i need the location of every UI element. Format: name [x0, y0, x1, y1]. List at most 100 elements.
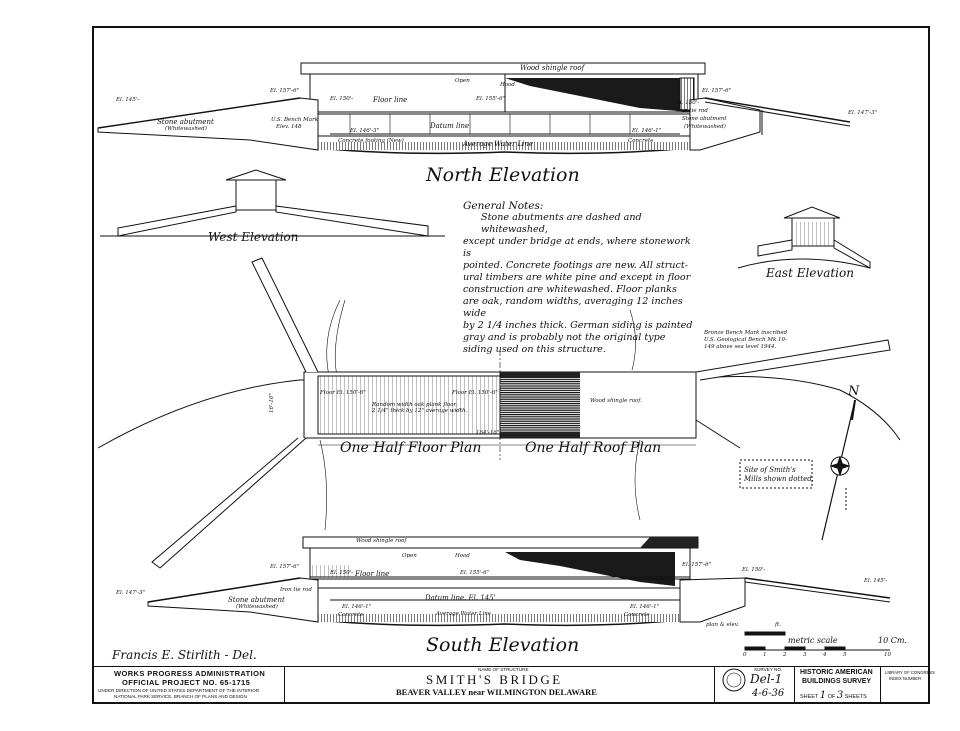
plan-floor-el-right: Floor El. 150'-6": [452, 390, 498, 396]
sheet-of: OF: [827, 694, 836, 700]
south-iron-tie-label: Iron tie rod: [280, 587, 312, 593]
scale-metric-end: 10 Cm.: [878, 636, 907, 645]
west-elevation-drawing: [100, 169, 445, 237]
wpa-line-3: UNDER DIRECTION OF UNITED STATES DEPARTM…: [98, 688, 260, 693]
north-open-label: Open: [455, 78, 470, 84]
north-abutment-label-right: Stone abutment: [682, 116, 727, 122]
north-arrow-label: N: [848, 384, 860, 399]
general-notes-line: are oak, random widths, averaging 12 inc…: [463, 296, 683, 319]
sheet-number: 1: [819, 690, 827, 701]
north-elev-l2: El. 157'-6": [270, 88, 300, 94]
south-hood-label: Hood: [455, 553, 470, 559]
hab-seal: [722, 668, 746, 692]
south-concrete-right: Concrete: [624, 612, 650, 618]
wpa-line-4: NATIONAL PARK SERVICE, BRANCH OF PLANS A…: [114, 694, 247, 699]
plan-bench-note-3: 149 above sea level 1944.: [704, 344, 777, 350]
general-notes: General Notes: Stone abutments are dashe…: [463, 200, 693, 356]
general-notes-line: ural timbers are white pine and except i…: [463, 272, 691, 283]
structure-name-caption: NAME OF STRUCTURE: [478, 667, 529, 672]
scale-metric-label: metric scale: [788, 636, 838, 645]
north-floor-line-label: Floor line: [373, 96, 408, 104]
plan-bench-note-2: U.S. Geological Bench Mk 10-: [704, 337, 787, 343]
general-notes-line: except under bridge at ends, where stone…: [463, 236, 691, 259]
survey-no-caption: SURVEY NO.: [754, 667, 783, 672]
scale-tick: 5: [843, 652, 847, 658]
general-notes-line: gray and is probably not the original ty…: [463, 332, 666, 343]
plan-planks-label: Random width oak plank floor,: [372, 402, 458, 408]
north-elev-l3: El. 150'-: [330, 96, 354, 102]
south-elevation-drawing: [147, 536, 891, 627]
scale-ft-label: ft.: [775, 622, 781, 628]
north-elev-r2: El. 150'-: [676, 100, 700, 106]
scale-tick: 2: [783, 652, 787, 658]
south-abutment-label: Stone abutment: [228, 596, 285, 604]
habs-line-2: BUILDINGS SURVEY: [802, 678, 872, 685]
plan-drawing: [97, 257, 901, 569]
south-concrete-left: Concrete: [338, 612, 364, 618]
south-elev-r2: El. 150'-: [742, 567, 766, 573]
south-elev-r3: El. 146'-1": [630, 604, 660, 610]
scale-tick: 4: [823, 652, 827, 658]
north-water-line-label: Average Water Line: [463, 140, 534, 148]
north-bench-elev-label: Elev. 148: [276, 124, 302, 130]
survey-date: 4-6-36: [752, 688, 785, 699]
north-iron-tie-label: Iron tie rod: [676, 108, 708, 114]
title-divider: [794, 666, 795, 702]
wpa-line-1: WORKS PROGRESS ADMINISTRATION: [114, 669, 266, 678]
south-open-label: Open: [402, 553, 417, 559]
title-block: [94, 666, 928, 703]
south-whitewashed-label: (Whitewashed): [236, 604, 278, 610]
scale-tick: 1: [763, 652, 767, 658]
north-elev-l4: El. 146'-3": [350, 128, 380, 134]
north-elev-l1: El. 145'-: [116, 97, 140, 103]
north-roof-label: Wood shingle roof: [520, 64, 585, 72]
east-elevation-drawing: [737, 206, 871, 269]
plan-roof-note: Wood shingle roof.: [590, 398, 642, 404]
scale-bar: [744, 631, 890, 651]
scale-tick: 0: [743, 652, 747, 658]
wpa-line-2: OFFICIAL PROJECT NO. 65-1715: [122, 678, 251, 687]
scale-plan-elev-label: plan & elev.: [706, 622, 739, 628]
plan-planks-label-2: 2 1/4" thick by 12" average width.: [372, 408, 468, 414]
north-elev-m1: El. 155'-6": [476, 96, 506, 102]
north-whitewashed-label-left: (Whitewashed): [165, 126, 207, 132]
north-elev-r1: El. 157'-6": [702, 88, 732, 94]
north-whitewashed-label-right: (Whitewashed): [684, 124, 726, 130]
sheet-indicator: SHEET 1 OF 3 SHEETS: [800, 690, 867, 701]
south-datum-line-label: Datum line. El. 145': [425, 594, 496, 602]
south-elev-l2: El. 157'-6": [270, 564, 300, 570]
south-roof-label: Wood shingle roof: [356, 538, 407, 544]
plan-site-note-2: Mills shown dotted.: [744, 475, 814, 483]
south-water-line-label: Average Water Line: [436, 611, 492, 617]
north-footing-label: Concrete footing (New): [338, 138, 404, 144]
title-divider: [880, 666, 881, 702]
south-elev-m3: El. 146'-1": [342, 604, 372, 610]
structure-location: BEAVER VALLEY near WILMINGTON DELAWARE: [396, 687, 597, 697]
north-datum-line-label: Datum line: [430, 122, 470, 130]
south-elev-m1: El. 150'-: [330, 570, 354, 576]
plan-site-note-1: Site of Smith's: [744, 466, 796, 474]
plan-bench-note-1: Bronze Bench Mark inscribed: [704, 330, 788, 336]
west-elevation-title: West Elevation: [208, 230, 299, 244]
title-divider: [714, 666, 715, 702]
north-elevation-title: North Elevation: [426, 164, 580, 186]
sheets-label: SHEETS: [844, 694, 867, 700]
east-elevation-title: East Elevation: [766, 266, 854, 280]
scale-tick: 3: [803, 652, 807, 658]
north-elev-r3: El. 147'-3": [848, 110, 878, 116]
south-elev-r4: El. 145'-: [864, 578, 888, 584]
general-notes-line: Stone abutments are dashed and whitewash…: [481, 212, 642, 235]
survey-number: Del-1: [750, 672, 783, 686]
general-notes-line: pointed. Concrete footings are new. All …: [463, 260, 688, 271]
sheet-label: SHEET: [800, 694, 819, 700]
north-abutment-label-left: Stone abutment: [157, 118, 214, 126]
scale-tick: 10: [884, 652, 891, 658]
habs-line-1: HISTORIC AMERICAN: [800, 669, 873, 676]
north-elevation-drawing: [97, 62, 851, 155]
south-elevation-title: South Elevation: [426, 634, 580, 656]
plan-span-dimension: 164'-16": [476, 430, 500, 436]
north-hood-label: Hood: [500, 82, 515, 88]
title-divider: [284, 666, 285, 702]
south-elev-l1: El. 147'-3": [116, 590, 146, 596]
north-bench-mark-label: U.S. Bench Mark: [271, 117, 319, 123]
